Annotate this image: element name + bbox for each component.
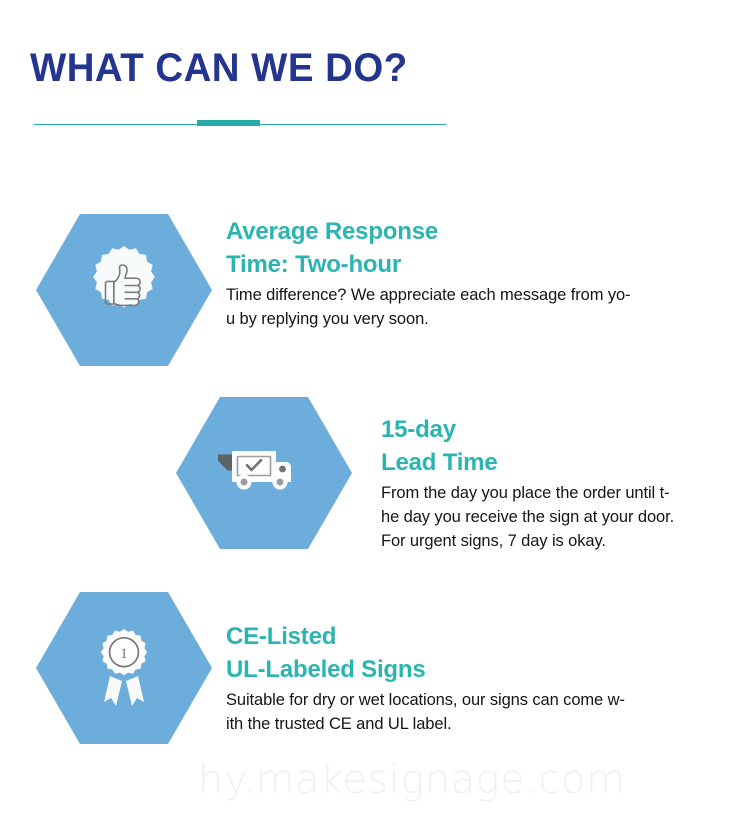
feature-body: From the day you place the order until t… bbox=[381, 481, 674, 553]
hexagon-badge bbox=[176, 397, 352, 549]
feature-heading: CE-Listed UL-Labeled Signs bbox=[226, 620, 625, 686]
title-divider-accent-bar bbox=[197, 120, 260, 126]
feature-body-line: For urgent signs, 7 day is okay. bbox=[381, 532, 606, 550]
delivery-truck-icon bbox=[218, 451, 291, 490]
feature-heading-line: 15-day bbox=[381, 416, 456, 443]
feature-heading-line: UL-Labeled Signs bbox=[226, 656, 426, 683]
feature-heading-line: CE-Listed bbox=[226, 623, 337, 650]
feature-body-line: From the day you place the order until t… bbox=[381, 484, 670, 502]
feature-heading-line: Lead Time bbox=[381, 449, 498, 476]
feature-body-line: ith the trusted CE and UL label. bbox=[226, 715, 452, 733]
feature-heading: Average Response Time: Two-hour bbox=[226, 215, 630, 281]
feature-heading-line: Average Response bbox=[226, 218, 439, 245]
feature-body-line: Suitable for dry or wet locations, our s… bbox=[226, 691, 625, 709]
feature-text: CE-Listed UL-Labeled Signs Suitable for … bbox=[226, 620, 625, 736]
hexagon-badge bbox=[36, 214, 212, 366]
thumbs-up-badge-icon bbox=[93, 246, 155, 308]
feature-text: 15-day Lead Time From the day you place … bbox=[381, 413, 674, 553]
feature-body-line: he day you receive the sign at your door… bbox=[381, 508, 675, 526]
hexagon-badge: 1 bbox=[36, 592, 212, 744]
award-ribbon-icon: 1 bbox=[100, 629, 148, 706]
feature-heading-line: Time: Two-hour bbox=[226, 251, 401, 278]
feature-text: Average Response Time: Two-hour Time dif… bbox=[226, 215, 631, 331]
feature-body-line: u by replying you very soon. bbox=[226, 310, 429, 328]
watermark-text: hy.makesignage.com bbox=[198, 757, 626, 803]
feature-body: Suitable for dry or wet locations, our s… bbox=[226, 688, 625, 736]
svg-text:1: 1 bbox=[120, 646, 128, 662]
feature-heading: 15-day Lead Time bbox=[381, 413, 674, 479]
feature-body-line: Time difference? We appreciate each mess… bbox=[226, 286, 631, 304]
feature-body: Time difference? We appreciate each mess… bbox=[226, 283, 631, 331]
page-title: WHAT CAN WE DO? bbox=[30, 46, 408, 90]
